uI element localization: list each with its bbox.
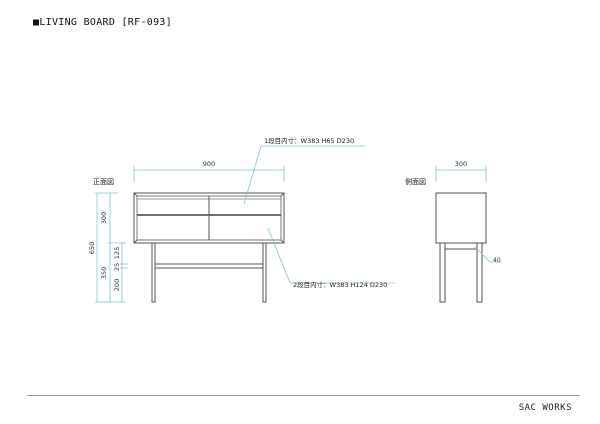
leg-height-dim: 350 <box>100 267 108 279</box>
front-width-dim: 900 <box>203 160 215 168</box>
side-dimensions <box>435 166 502 263</box>
side-leg-dim: 40 <box>493 257 501 264</box>
footer-divider <box>27 395 580 396</box>
body-height-dim: 300 <box>100 212 108 224</box>
front-view <box>133 192 285 303</box>
side-depth-dim: 300 <box>455 160 467 168</box>
front-body-outline <box>133 192 285 244</box>
front-dimensions <box>95 145 395 303</box>
leg-segment-25: 25 <box>113 263 121 271</box>
leg-segment-200: 200 <box>113 279 121 291</box>
leg-segment-125: 125 <box>113 247 121 259</box>
side-leg-right <box>476 242 483 303</box>
front-view-label: 正面図 <box>93 178 114 186</box>
total-height-dim: 650 <box>88 242 96 254</box>
drawer1-note: 1段目内寸：W383 H65 D230 <box>264 136 354 145</box>
side-body-outline <box>435 192 487 244</box>
side-leg-left <box>439 242 446 303</box>
front-leg-left <box>151 242 156 303</box>
footer-brand: SAC WORKS <box>518 403 572 413</box>
drawing-title: ■LIVING BOARD [RF-093] <box>33 17 173 28</box>
side-view-label: 側面図 <box>405 177 426 186</box>
side-view <box>435 192 487 303</box>
front-leg-right <box>262 242 267 303</box>
front-stretcher <box>154 263 264 269</box>
drawer2-note: 2段目内寸：W383 H124 D230 <box>293 280 387 289</box>
